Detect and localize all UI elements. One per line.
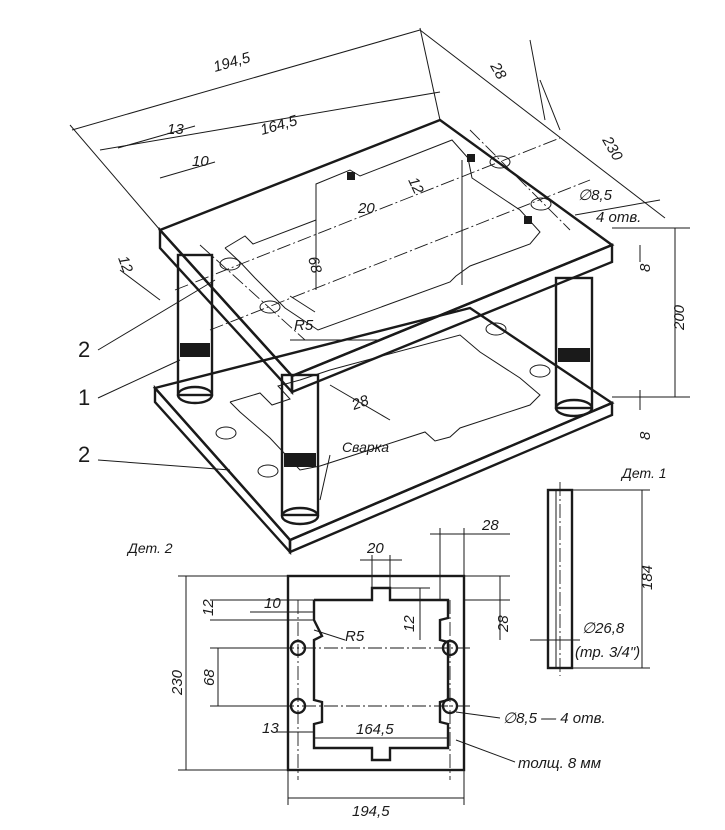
dim-p2-10: 10: [264, 595, 281, 612]
dim-p2-20: 20: [366, 540, 384, 557]
dim-p2-r5: R5: [345, 628, 365, 645]
dim-p2-68: 68: [201, 669, 218, 686]
dim-iso-28-top: 28: [486, 59, 510, 83]
dim-iso-holes-count: 4 отв.: [596, 209, 641, 226]
part2-view: Дет. 2: [126, 517, 606, 820]
iso-axes: [174, 129, 591, 341]
iso-dimension-lines: [69, 27, 690, 421]
part1-label: Дет. 1: [620, 465, 667, 481]
dim-iso-28-bottom: 28: [349, 392, 372, 414]
dim-iso-depth: 230: [598, 133, 626, 165]
dim-iso-13: 13: [167, 121, 184, 138]
weld-label: Сварка: [342, 439, 389, 455]
dim-iso-8-top: 8: [637, 263, 654, 272]
dim-p2-230: 230: [169, 669, 186, 696]
dim-p2-194: 194,5: [352, 803, 390, 820]
iso-assembly: 194,5 164,5 13 10 28 230 12 20 ∅8,5 4 от…: [69, 27, 690, 556]
iso-leaders: [97, 199, 661, 501]
posts: [176, 253, 594, 526]
dim-iso-inner: 164,5: [258, 112, 299, 139]
callout-2-top: 2: [78, 337, 90, 362]
dim-iso-r5: R5: [294, 317, 314, 334]
dim-iso-12-left: 12: [114, 254, 136, 276]
dim-p1-pipe: (тр. 3/4"): [575, 644, 640, 661]
dim-p1-length: 184: [639, 565, 656, 590]
part1-view: Дет. 1 184 ∅26,8 (тр. 3/4"): [530, 465, 667, 676]
dim-iso-10: 10: [192, 153, 209, 170]
callout-2-bottom: 2: [78, 442, 90, 467]
dim-p2-12-left: 12: [200, 599, 217, 616]
dim-iso-hole: ∅8,5: [578, 187, 613, 204]
dim-iso-height: 200: [671, 304, 688, 331]
dim-iso-8-bottom: 8: [637, 431, 654, 440]
dim-p2-28-top: 28: [481, 517, 499, 534]
dim-p2-thickness: толщ. 8 мм: [518, 755, 601, 772]
dim-p2-164: 164,5: [356, 721, 394, 738]
dim-p2-holes: ∅8,5 — 4 отв.: [503, 710, 606, 727]
dim-p2-28-side: 28: [495, 615, 512, 633]
bottom-plate: [152, 306, 615, 556]
dim-iso-68: 68: [304, 255, 325, 276]
callout-1: 1: [78, 385, 90, 410]
dim-p2-13: 13: [262, 720, 279, 737]
top-plate: [157, 118, 615, 396]
dim-iso-12-top: 12: [404, 175, 427, 198]
dim-p2-12-right: 12: [401, 615, 418, 632]
dim-iso-width: 194,5: [211, 49, 252, 76]
dim-iso-20: 20: [357, 200, 375, 217]
part2-holes: [289, 639, 459, 715]
part2-label: Дет. 2: [126, 540, 173, 556]
dim-p1-dia: ∅26,8: [582, 620, 625, 637]
